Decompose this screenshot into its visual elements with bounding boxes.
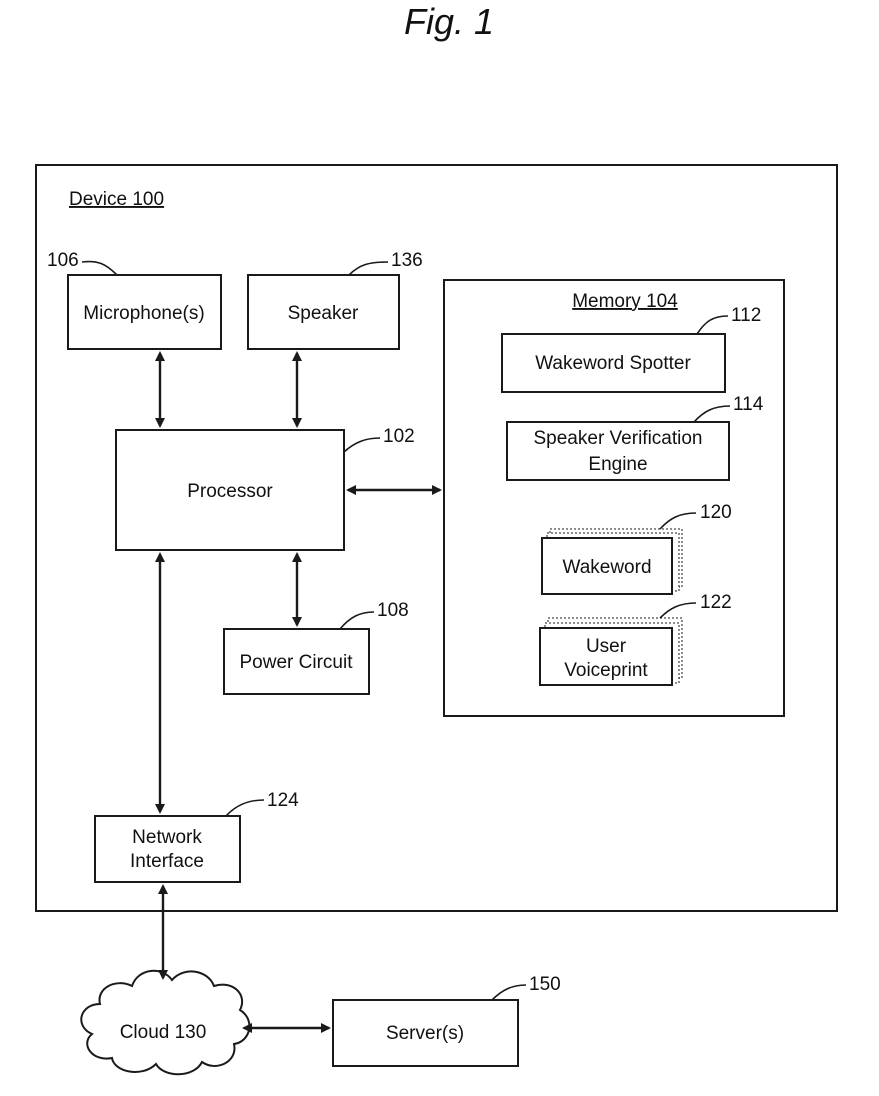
power-circuit-ref: 108: [377, 600, 409, 621]
wakeword-label: Wakeword: [562, 557, 651, 578]
wakeword-spotter-ref-leader: [696, 315, 729, 335]
server-ref: 150: [529, 974, 561, 995]
speaker-ref: 136: [391, 250, 423, 271]
server-block: Server(s) 150: [332, 974, 561, 1067]
wakeword-ref-leader: [659, 512, 697, 530]
voiceprint-ref: 122: [700, 592, 732, 613]
memory-block: Memory 104 Wakeword Spotter 112 Speaker …: [443, 279, 785, 717]
voiceprint-stack: [539, 617, 683, 686]
speaker-block: Speaker 136: [247, 250, 423, 350]
cloud-label: Cloud 130: [120, 1022, 207, 1043]
wakeword-ref: 120: [700, 502, 732, 523]
figure-title: Fig. 1: [404, 1, 494, 42]
processor-label: Processor: [187, 481, 273, 502]
device-label: Device 100: [69, 189, 164, 210]
microphone-block: Microphone(s) 106: [47, 250, 222, 350]
network-interface-label-line2: Interface: [130, 851, 204, 872]
microphone-ref: 106: [47, 250, 79, 271]
memory-label: Memory 104: [572, 291, 678, 312]
voiceprint-label-line2: Voiceprint: [564, 660, 648, 681]
power-circuit-label: Power Circuit: [240, 652, 354, 673]
wakeword-stack: [541, 528, 683, 595]
wakeword-spotter-ref: 112: [731, 305, 761, 326]
voiceprint-ref-leader: [659, 602, 697, 619]
server-ref-leader: [491, 984, 527, 1001]
speaker-verification-box: [506, 421, 730, 481]
speaker-verification-label-line1: Speaker Verification: [534, 428, 703, 449]
voiceprint-label-line1: User: [586, 636, 627, 657]
server-label: Server(s): [386, 1023, 464, 1044]
processor-block: Processor 102: [115, 426, 415, 551]
microphone-ref-leader: [81, 260, 118, 276]
network-interface-label-line1: Network: [132, 827, 202, 848]
speaker-ref-leader: [348, 261, 389, 276]
wakeword-spotter-label: Wakeword Spotter: [535, 353, 691, 374]
wakeword-spotter-box: [501, 333, 726, 393]
speaker-label: Speaker: [288, 303, 359, 324]
network-interface-ref: 124: [267, 790, 299, 811]
processor-ref-leader: [343, 437, 381, 453]
power-circuit-ref-leader: [339, 611, 375, 630]
network-interface-ref-leader: [225, 799, 265, 817]
speaker-verification-ref-leader: [693, 405, 731, 423]
network-interface-block: Network Interface 124: [94, 790, 299, 883]
microphone-label: Microphone(s): [83, 303, 204, 324]
speaker-verification-label-line2: Engine: [588, 454, 647, 475]
cloud-block: Cloud 130: [80, 970, 251, 1076]
power-circuit-block: Power Circuit 108: [223, 600, 409, 695]
processor-ref: 102: [383, 426, 415, 447]
speaker-verification-ref: 114: [733, 394, 764, 415]
